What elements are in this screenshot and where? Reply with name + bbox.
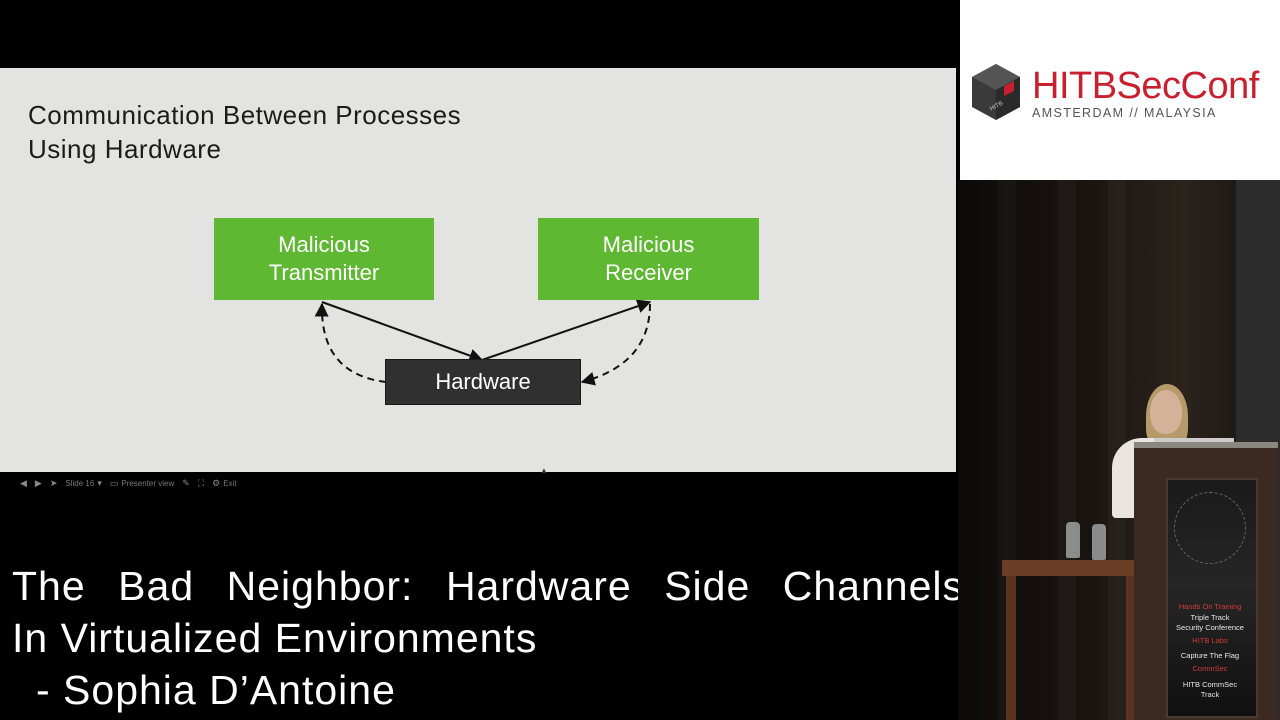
- poster-line: Triple Track: [1190, 613, 1230, 622]
- mouse-cursor-icon: ▲: [540, 466, 548, 475]
- fullscreen-icon[interactable]: ⛶: [197, 477, 205, 488]
- poster-line: HITB CommSec: [1182, 680, 1238, 689]
- poster-line: Security Conference: [1176, 623, 1244, 632]
- caption-word: Channels: [782, 563, 964, 609]
- presentation-toolbar: ◀ ▶ ➤ Slide 16 ▾ ▭ Presenter view ✎ ⛶ ⚙ …: [20, 476, 237, 490]
- caption-word: Neighbor:: [226, 563, 414, 609]
- caption-line2: In Virtualized Environments: [12, 615, 538, 661]
- next-slide-icon[interactable]: ➤: [49, 477, 58, 488]
- cube-label: HITB: [989, 101, 1004, 113]
- previous-slide-icon[interactable]: ◀: [20, 477, 27, 488]
- logo-subtitle: AMSTERDAM // MALAYSIA: [1032, 106, 1217, 120]
- table-leg: [1126, 576, 1136, 720]
- water-bottle: [1066, 522, 1080, 558]
- slide-title-line2: Using Hardware: [28, 134, 222, 164]
- dashed-arrow-hardware-to-transmitter: [314, 302, 387, 383]
- receiver-line1: Malicious: [602, 232, 695, 257]
- poster-line: Capture The Flag: [1180, 651, 1240, 660]
- speaker-camera-view: Hands On Training Triple Track Security …: [958, 180, 1280, 720]
- exit-label: Exit: [223, 478, 237, 488]
- water-bottle: [1092, 524, 1106, 560]
- malicious-receiver-box: Malicious Receiver: [538, 218, 759, 300]
- arrow-transmitter-to-hardware: [321, 301, 484, 363]
- poster-line: Hands On Training: [1178, 602, 1242, 611]
- dashed-arrow-receiver-to-hardware: [580, 303, 651, 386]
- slide-title-line1: Communication Between Processes: [28, 100, 462, 130]
- chevron-down-icon: ▾: [97, 477, 102, 488]
- poster-line: CommSec: [1192, 664, 1228, 673]
- malicious-transmitter-box: Malicious Transmitter: [214, 218, 434, 300]
- caption-word: Bad: [118, 563, 195, 609]
- hitb-cube-logo-icon: HITB: [972, 64, 1020, 120]
- hitbsecconf-logo-text: HITBSecConf: [1032, 65, 1259, 107]
- speaker-head: [1150, 390, 1182, 434]
- arrow-hardware-to-receiver: [481, 299, 652, 361]
- poster-line: HITB Labs: [1192, 636, 1228, 645]
- slide-number-label: Slide 16: [65, 478, 95, 488]
- transmitter-line1: Malicious: [278, 232, 370, 257]
- presentation-slide: Communication Between Processes Using Ha…: [0, 68, 956, 475]
- receiver-line2: Receiver: [605, 260, 692, 285]
- presenter-view-button[interactable]: ▭ Presenter view: [110, 478, 174, 489]
- diagram-arrows: [314, 299, 652, 386]
- stage-table: [1002, 560, 1142, 576]
- presenter-view-label: Presenter view: [121, 478, 175, 488]
- gear-icon: ⚙: [212, 477, 221, 488]
- caption-line3-speaker: - Sophia D’Antoine: [36, 667, 396, 713]
- caption-word: Hardware: [445, 563, 632, 609]
- exit-button[interactable]: ⚙ Exit: [212, 478, 236, 489]
- curtain-fold: [1058, 180, 1076, 720]
- caption-line1: The Bad Neighbor: Hardware Side Channels: [12, 560, 964, 612]
- poster-line: Track: [1200, 690, 1220, 699]
- table-leg: [1006, 576, 1016, 720]
- play-icon[interactable]: ▶: [34, 477, 42, 488]
- monitor-icon: ▭: [109, 477, 119, 488]
- pen-icon[interactable]: ✎: [182, 477, 190, 488]
- talk-caption: The Bad Neighbor: Hardware Side Channels…: [12, 560, 972, 716]
- caption-word: Side: [664, 563, 751, 609]
- slide-selector[interactable]: Slide 16 ▾: [65, 478, 101, 489]
- hardware-box: Hardware: [386, 360, 580, 404]
- transmitter-line2: Transmitter: [268, 260, 380, 285]
- poster-radar-graphic: [1174, 492, 1246, 564]
- slide-title: Communication Between Processes Using Ha…: [28, 98, 728, 166]
- caption-word: The: [12, 563, 86, 609]
- laptop: [1154, 438, 1234, 444]
